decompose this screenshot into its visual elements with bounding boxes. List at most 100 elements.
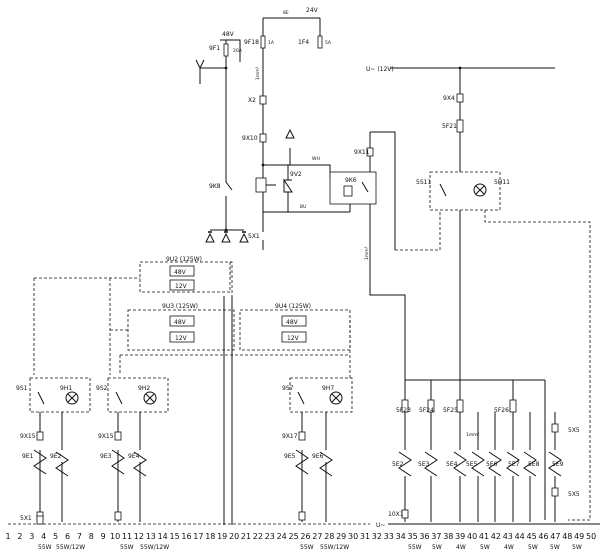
relay-9k8-label: 9K8 (209, 183, 221, 190)
terminal-number: 11 (122, 532, 132, 541)
psu-9u3-12v: 12V (175, 335, 188, 342)
lamp-9h1 (65, 391, 79, 405)
psu-9u3-label: 9U3 (125W) (162, 303, 198, 310)
fuse-1f4 (317, 35, 323, 49)
lamp-9h7 (329, 391, 343, 405)
load-5e9-label: 5E9 (552, 461, 564, 468)
psu-section: 9U2 (125W) 48V 12V 9U3 (125W) 48V 12V 9U… (33, 256, 351, 525)
connector-5x1-label: 5X1 (248, 233, 260, 240)
terminal-number: 48 (562, 532, 572, 541)
load-9e5-label: 9E5 (284, 453, 296, 460)
switch-5s11-label: 5S11 (416, 179, 431, 186)
terminal-number: 7 (77, 532, 82, 541)
terminal-number: 27 (312, 532, 322, 541)
sub-label-g3a: 55W (300, 544, 314, 551)
load-5e3-label: 5E3 (418, 461, 430, 468)
terminal-block (205, 232, 249, 243)
fuse-5a-label: 5A (325, 40, 332, 46)
bottom-bus: U~ 5X1 (8, 515, 600, 529)
sub-label-r3: 4W (456, 544, 466, 551)
terminal-number: 8 (89, 532, 94, 541)
ground-symbol-mid (285, 128, 295, 139)
wire-label-1mm: 1mm² (466, 432, 480, 438)
terminal-number: 30 (348, 532, 358, 541)
fuse-5f26-label: 5F26 (494, 407, 509, 414)
switch-9s1-label: 9S1 (16, 385, 28, 392)
terminal-number: 35 (408, 532, 418, 541)
sub-label-g2b: 55W/12W (140, 544, 169, 551)
terminal-number: 43 (503, 532, 513, 541)
fuse-20a-label: 20A (233, 48, 243, 54)
terminal-number: 13 (146, 532, 156, 541)
switch-5s11-box (429, 171, 501, 211)
terminal-number: 15 (170, 532, 180, 541)
supply-section: 48V 9F1 20A 8E 24V 9F18 1A 1F4 5A 1mm² X… (195, 7, 406, 380)
connector-10x1-label: 10X1 (388, 511, 404, 518)
connector-9x10-label: 9X10 (242, 135, 258, 142)
lamp-5h11-label: 5H11 (494, 179, 510, 186)
supply-24v-label: 24V (306, 7, 319, 14)
lamp-group-2: 9S2 9H2 9X15 9E3 9E4 (96, 377, 169, 522)
connector-x2-label: X2 (248, 97, 256, 104)
fuse-5f26 (509, 399, 517, 413)
switch-9s7-label: 9S7 (282, 385, 294, 392)
connector-5x5-top-label: 5X5 (568, 427, 580, 434)
psu-9u3-48v: 48V (174, 319, 187, 326)
terminal-number: 36 (419, 532, 429, 541)
connector-9x17-label: 9X17 (282, 433, 298, 440)
fuse-5f21 (456, 119, 464, 133)
load-5e2-label: 5E2 (392, 461, 404, 468)
terminal-number: 24 (277, 532, 287, 541)
sub-label-r4: 5W (480, 544, 490, 551)
right-panel: U~ (12V) 9X4 5F21 5S11 5H11 5F23 5F24 5F… (366, 66, 591, 522)
fuse-1f4-label: 1F4 (298, 39, 309, 46)
terminal-number: 31 (360, 532, 370, 541)
terminal-number: 4 (41, 532, 46, 541)
psu-9u4-label: 9U4 (125W) (275, 303, 311, 310)
loads-row: 5E2 5E3 5E4 5E5 5E6 5E7 5E8 5E9 (392, 451, 564, 477)
fuse-5f23-label: 5F23 (396, 407, 411, 414)
connector-5x1-bottom-label: 5X1 (20, 515, 32, 522)
bus-label-bottom: U~ (376, 522, 385, 529)
terminal-number: 17 (193, 532, 203, 541)
wire-label-x: 1mm² (255, 66, 261, 80)
connector-5x5-bottom (551, 487, 559, 497)
terminal-number: 45 (527, 532, 537, 541)
terminal-number: 5 (53, 532, 58, 541)
diode-9v2 (283, 178, 293, 193)
connector-9x10 (259, 133, 267, 143)
terminal-number: 1 (5, 532, 10, 541)
terminal-number: 39 (455, 532, 465, 541)
fuse-9f18-label: 9F18 (244, 39, 259, 46)
terminal-number: 20 (229, 532, 239, 541)
switch-9s2-label: 9S2 (96, 385, 108, 392)
sub-label-r7: 5W (550, 544, 560, 551)
load-9e4-label: 9E4 (128, 453, 140, 460)
load-5e5-label: 5E5 (466, 461, 478, 468)
rail-label: 8E (283, 10, 289, 16)
relay-9k6 (329, 171, 377, 205)
connector-9x11-label: 9X11 (354, 149, 370, 156)
sub-label-r5: 4W (504, 544, 514, 551)
svg-text:BU: BU (300, 204, 306, 210)
terminal-number: 12 (134, 532, 144, 541)
terminal-number: 21 (241, 532, 251, 541)
lamp-group-3: 9S7 9H7 9X17 9E5 9E6 (282, 377, 353, 522)
terminal-number: 50 (586, 532, 596, 541)
sub-label-g1b: 55W/12W (56, 544, 85, 551)
psu-9u4-48v: 48V (286, 319, 299, 326)
fuse-1a-label: 1A (268, 40, 275, 46)
lamp-9h7-label: 9H7 (322, 385, 334, 392)
supply-48v-label: 48V (222, 31, 235, 38)
connector-9x15-b-label: 9X15 (98, 433, 114, 440)
terminal-number: 19 (217, 532, 227, 541)
lamp-9h2-label: 9H2 (138, 385, 150, 392)
sub-label-g2a: 55W (120, 544, 134, 551)
terminal-number: 44 (515, 532, 525, 541)
terminal-number: 42 (491, 532, 501, 541)
terminal-number: 26 (300, 532, 310, 541)
psu-9u2-12v: 12V (175, 283, 188, 290)
fuse-5f21-label: 5F21 (442, 123, 457, 130)
relay-coil (255, 177, 267, 193)
